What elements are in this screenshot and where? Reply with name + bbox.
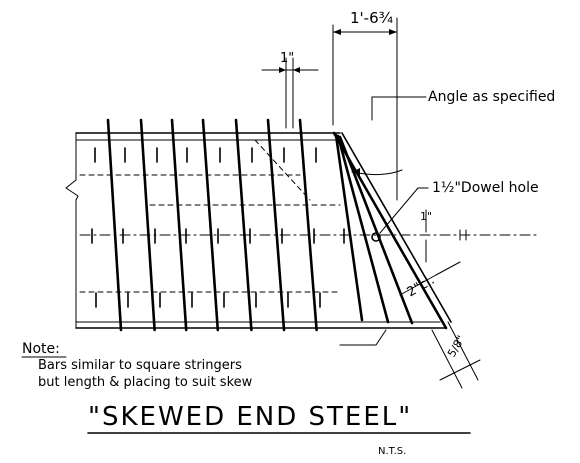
stringer-outline	[65, 131, 452, 330]
dimension-overall: 1'-6¾	[332, 9, 398, 201]
drawing-title: "SKEWED END STEEL"	[88, 402, 412, 432]
overall-dim-text: 1'-6¾	[350, 9, 394, 27]
dashed-rebar-lines	[79, 139, 541, 293]
note-line-1: Bars similar to square stringers	[38, 358, 242, 373]
dowel-offset-dim: 1"	[420, 209, 467, 263]
title-block: "SKEWED END STEEL" N.T.S.	[87, 402, 471, 457]
note-block: Note: Bars similar to square stringers b…	[21, 341, 253, 390]
bar-spacing-text: 1"	[280, 51, 294, 66]
bar-size-dim: 5/8"	[431, 321, 481, 389]
skew-bars	[334, 133, 414, 325]
dowel-offset-text: 1"	[420, 210, 432, 223]
vertical-bar	[234, 118, 253, 332]
note-leader	[339, 329, 387, 346]
angle-callout: Angle as specified	[351, 89, 555, 176]
edge-distance-dim: 2"cl.	[399, 261, 461, 300]
vertical-bar	[201, 118, 220, 332]
slot-marks	[91, 147, 345, 308]
vertical-bar	[298, 118, 318, 332]
note-heading: Note:	[22, 341, 60, 357]
vertical-bar	[106, 118, 123, 332]
vertical-bar	[139, 118, 156, 332]
vertical-bar	[266, 118, 286, 332]
note-line-2: but length & placing to suit skew	[38, 375, 253, 390]
bar-size-text: 5/8"	[445, 333, 468, 359]
scale-note: N.T.S.	[378, 446, 406, 457]
dowel-callout: 1½"Dowel hole	[417, 180, 539, 196]
vertical-bar	[170, 118, 188, 332]
dimension-bar-spacing: 1"	[261, 51, 319, 129]
dowel-hole	[371, 187, 419, 242]
angle-label: Angle as specified	[428, 89, 555, 105]
vertical-bars	[106, 118, 318, 332]
dowel-label: 1½"Dowel hole	[432, 180, 539, 196]
